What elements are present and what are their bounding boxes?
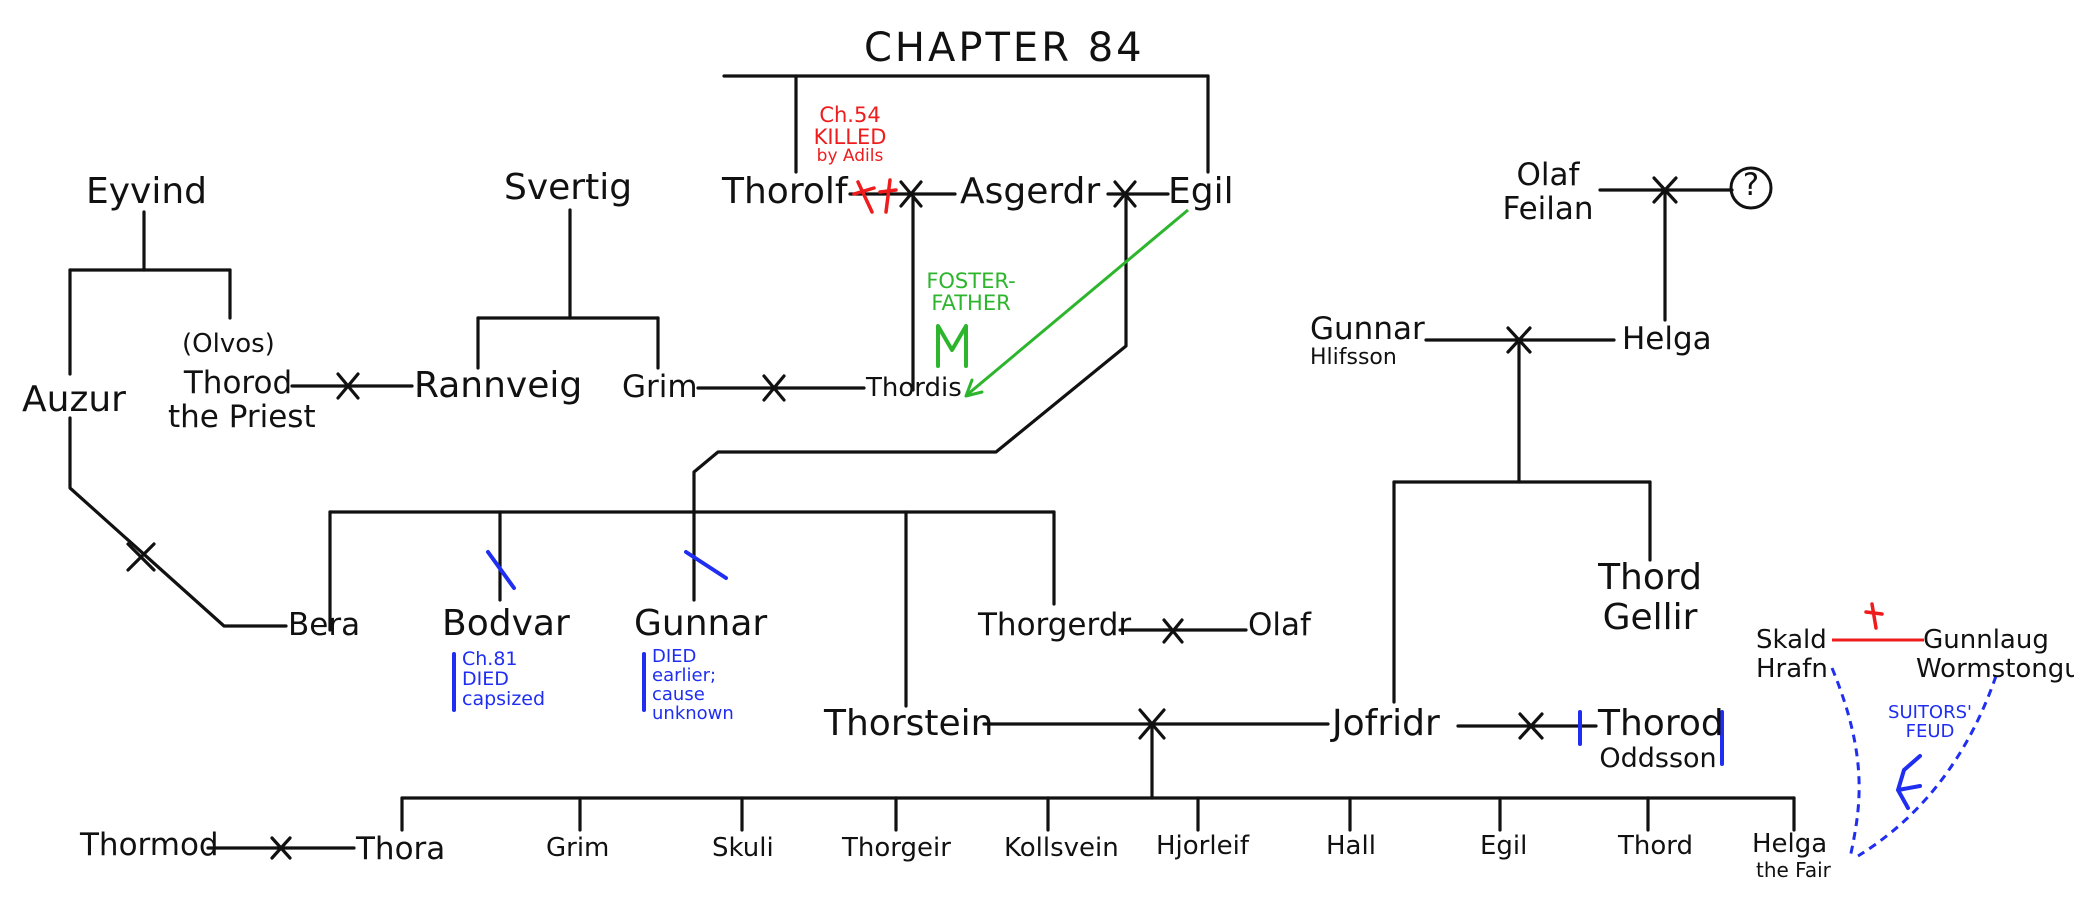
thormod-thora-marriage	[206, 836, 356, 860]
child-skuli: Skuli	[712, 833, 774, 863]
note-gunnar-line3: cause	[652, 683, 705, 705]
person-thorgerdr: Thorgerdr	[978, 607, 1132, 643]
note-bodvar-line2: DIED	[462, 667, 509, 690]
thorod-priest-line1: Thorod	[183, 365, 293, 401]
thorstein-jofridr-marriage	[400, 708, 1796, 832]
note-foster-father: FOSTER- FATHER	[916, 270, 1026, 314]
person-thorod-oddsson: Thorod Oddsson	[1598, 703, 1724, 774]
child-grim: Grim	[546, 833, 610, 863]
note-gunnar-line4: unknown	[652, 702, 734, 724]
person-auzur: Auzur	[22, 379, 126, 420]
child-thorgeir: Thorgeir	[842, 833, 951, 863]
note-thorolf-killed: Ch.54 KILLED by Adils	[800, 104, 900, 166]
note-bodvar-line1: Ch.81	[462, 648, 518, 670]
note-feud-line2: FEUD	[1905, 720, 1955, 742]
gunnar-hlifsson-line2: Hlifsson	[1310, 345, 1397, 371]
person-gunnar: Gunnar	[634, 603, 768, 644]
unknown-spouse-icon: ?	[1742, 167, 1760, 203]
person-jofridr: Jofridr	[1332, 703, 1440, 744]
unknown-spouse-circle	[1729, 166, 1773, 210]
note-suitors-feud: SUITORS' FEUD	[1880, 702, 1980, 742]
person-asgerdr: Asgerdr	[960, 171, 1101, 212]
olaf-feilan-line1: Olaf	[1516, 157, 1580, 193]
svertig-children-lines	[476, 208, 660, 370]
note-gunnar-line1: DIED	[652, 646, 697, 667]
person-rannveig: Rannveig	[414, 365, 583, 406]
person-thorstein: Thorstein	[824, 703, 994, 744]
person-gunnlaug: Gunnlaug Wormstongue	[1916, 625, 2074, 684]
gunnar-helga-lines	[1392, 326, 1652, 704]
egil-children-lines	[328, 192, 1128, 708]
thord-gellir-line2: Gellir	[1602, 596, 1698, 638]
note-foster-line1: FOSTER-	[926, 269, 1016, 293]
person-thormod: Thormod	[80, 827, 219, 863]
person-bodvar: Bodvar	[442, 603, 570, 644]
child-thord: Thord	[1618, 831, 1694, 861]
note-gunnar-line2: earlier;	[652, 664, 717, 686]
person-thorolf: Thorolf	[722, 171, 848, 212]
egil-thorolf-parent-bracket	[722, 74, 1210, 174]
label-olvos: (Olvos)	[182, 329, 275, 359]
skald-hrafn-line2: Hrafn	[1756, 653, 1828, 684]
gunnlaug-line2: Wormstongue	[1916, 653, 2074, 684]
helga-fair-line1: Helga	[1752, 829, 1828, 859]
note-killed-line3: by Adils	[816, 146, 884, 167]
note-feud-line1: SUITORS'	[1888, 702, 1972, 723]
child-thora: Thora	[356, 831, 446, 867]
person-eyvind: Eyvind	[86, 171, 208, 212]
person-thorod-the-priest: Thorod the Priest	[168, 365, 316, 436]
skald-hrafn-line1: Skald	[1756, 625, 1827, 655]
death-marks-blue	[452, 550, 1724, 766]
note-bodvar-line3: capsized	[462, 687, 546, 710]
thorgerdr-olaf-marriage	[1118, 618, 1248, 644]
person-thord-gellir: Thord Gellir	[1584, 558, 1716, 637]
thord-gellir-line1: Thord	[1598, 557, 1702, 598]
grim-thordis-marriage	[696, 374, 866, 402]
person-gunnar-hlifsson: Gunnar Hlifsson	[1310, 312, 1425, 370]
person-helga: Helga	[1622, 321, 1712, 357]
child-kollsvein: Kollsvein	[1004, 833, 1119, 863]
helga-fair-line2: the Fair	[1756, 857, 1831, 882]
thorod-oddsson-line1: Thorod	[1598, 703, 1724, 744]
note-gunnar-died: DIED earlier; cause unknown	[652, 646, 734, 724]
olaf-feilan-lines	[1598, 166, 1773, 322]
thorod-rannveig-marriage	[290, 372, 414, 400]
child-egil: Egil	[1480, 831, 1528, 861]
note-bodvar-died: Ch.81 DIED capsized	[462, 648, 546, 710]
note-foster-line2: FATHER	[931, 291, 1011, 316]
person-olaf: Olaf	[1248, 607, 1311, 643]
person-grim-father: Grim	[622, 369, 698, 405]
suitors-feud-lines	[1830, 602, 1998, 859]
child-helga-the-fair: Helga the Fair	[1752, 830, 1831, 881]
gunnlaug-line1: Gunnlaug	[1923, 625, 2049, 655]
note-killed-line1: Ch.54	[819, 103, 881, 127]
person-olaf-feilan: Olaf Feilan	[1494, 158, 1602, 226]
person-thordis: Thordis	[866, 373, 962, 403]
chapter-title: CHAPTER 84	[864, 25, 1145, 71]
person-skald-hrafn: Skald Hrafn	[1756, 626, 1828, 683]
foster-father-arrow	[936, 208, 1189, 398]
person-egil: Egil	[1168, 171, 1234, 212]
eyvind-children-lines	[68, 210, 288, 628]
note-killed-line2: KILLED	[813, 125, 887, 150]
olaf-feilan-line2: Feilan	[1502, 191, 1594, 228]
person-bera: Bera	[288, 607, 361, 643]
child-hall: Hall	[1326, 831, 1376, 861]
thorod-priest-line2: the Priest	[168, 399, 316, 436]
gunnar-hlifsson-line1: Gunnar	[1310, 311, 1425, 347]
thorolf-death-marks	[852, 178, 898, 214]
person-svertig: Svertig	[504, 167, 633, 208]
child-hjorleif: Hjorleif	[1156, 831, 1249, 861]
thorod-oddsson-line2: Oddsson	[1599, 742, 1717, 774]
